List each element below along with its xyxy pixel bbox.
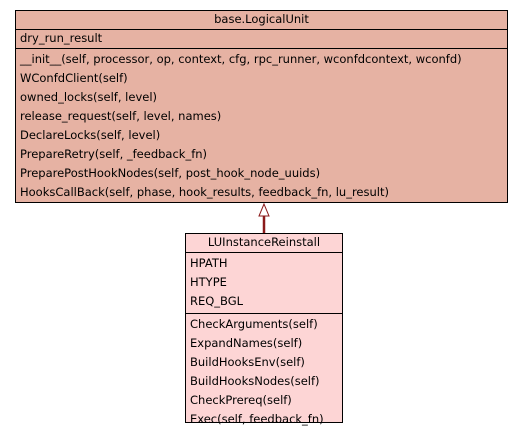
method-item: PrepareRetry(self, _feedback_fn) [20, 147, 208, 161]
inheritance-arrowhead [258, 202, 270, 217]
method-item: BuildHooksEnv(self) [190, 355, 305, 369]
method-item: CheckPrereq(self) [190, 393, 292, 407]
method-item: release_request(self, level, names) [20, 109, 222, 123]
method-section: CheckArguments(self) ExpandNames(self) B… [186, 313, 342, 431]
method-section: __init__(self, processor, op, context, c… [16, 48, 507, 204]
method-item: Exec(self, feedback_fn) [190, 412, 324, 426]
class-name: LUInstanceReinstall [186, 234, 342, 253]
class-box-logical-unit[interactable]: base.LogicalUnit dry_run_result __init__… [15, 10, 508, 203]
attribute-section: HPATH HTYPE REQ_BGL [186, 253, 342, 313]
class-name: base.LogicalUnit [16, 11, 507, 30]
class-box-lu-instance-reinstall[interactable]: LUInstanceReinstall HPATH HTYPE REQ_BGL … [185, 233, 343, 426]
attribute-item: HTYPE [190, 275, 227, 289]
method-item: __init__(self, processor, op, context, c… [20, 52, 462, 66]
method-item: owned_locks(self, level) [20, 90, 158, 104]
method-item: PreparePostHookNodes(self, post_hook_nod… [20, 166, 321, 180]
method-item: HooksCallBack(self, phase, hook_results,… [20, 185, 389, 199]
method-item: CheckArguments(self) [190, 317, 318, 331]
method-item: BuildHooksNodes(self) [190, 374, 320, 388]
method-item: ExpandNames(self) [190, 336, 303, 350]
attribute-item: HPATH [190, 256, 228, 270]
attribute-item: REQ_BGL [190, 294, 244, 308]
attribute-item: dry_run_result [20, 31, 103, 45]
attribute-section: dry_run_result [16, 30, 507, 48]
method-item: DeclareLocks(self, level) [20, 128, 161, 142]
method-item: WConfdClient(self) [20, 71, 128, 85]
